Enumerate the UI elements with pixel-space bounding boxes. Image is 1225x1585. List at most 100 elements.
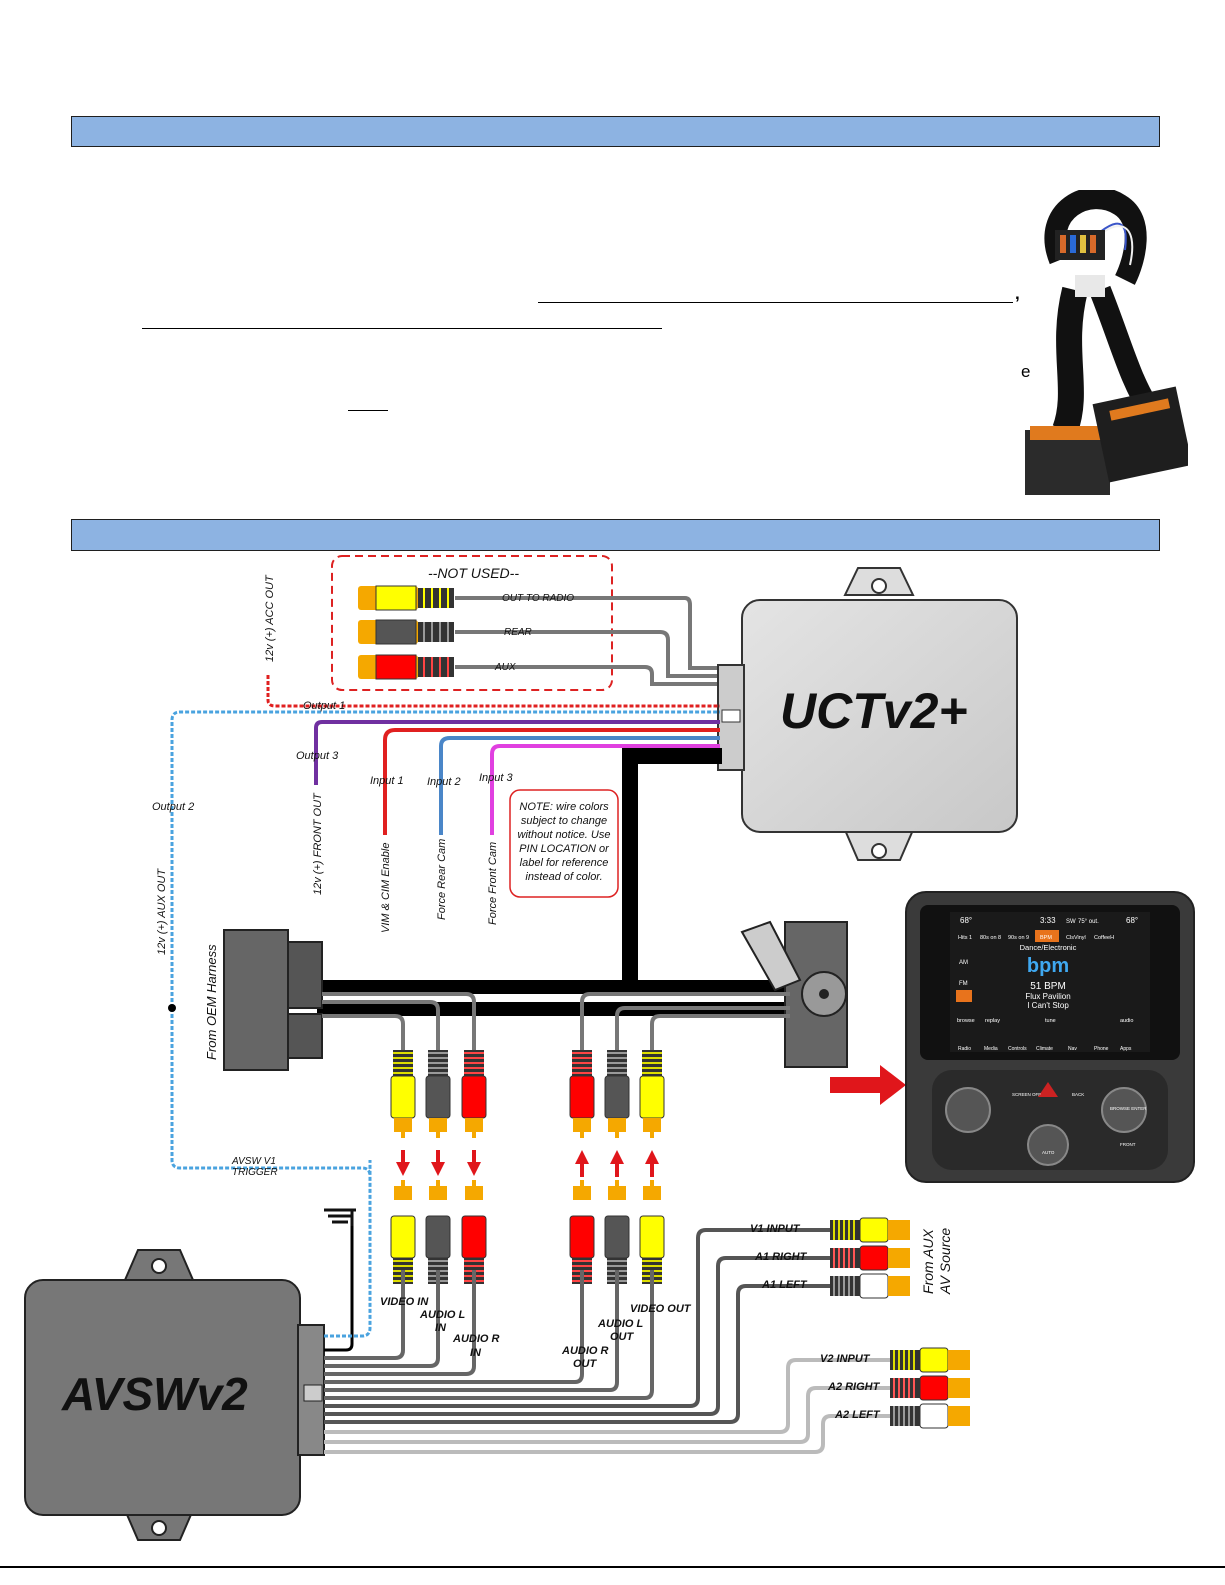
rca-upper-video-out xyxy=(639,1050,665,1138)
radio-temp-right: 68° xyxy=(1126,916,1138,925)
radio-time: 3:33 xyxy=(1040,916,1056,925)
not-used-title: --NOT USED-- xyxy=(428,565,519,581)
radio-ctrl-tune: tune xyxy=(1045,1018,1056,1024)
page-bottom-rule xyxy=(0,1566,1225,1568)
label-v2-input: V2 INPUT xyxy=(820,1353,871,1365)
rca-upper-audio-l-out xyxy=(604,1050,630,1138)
section-header-band-1 xyxy=(71,116,1160,147)
underline-2 xyxy=(142,328,662,329)
app-nav: Nav xyxy=(1068,1046,1077,1052)
splice-dot xyxy=(168,1004,176,1012)
radio-logo: bpm xyxy=(1027,955,1069,977)
preset-4: BPM xyxy=(1040,935,1052,941)
app-radio: Radio xyxy=(958,1046,971,1052)
rca-lower-audio-l-out xyxy=(604,1180,630,1284)
rca-upper-audio-r-out xyxy=(569,1050,595,1138)
arrow-to-radio xyxy=(830,1065,906,1105)
label-audio-r-out-2: OUT xyxy=(573,1358,598,1370)
avsw-module: AVSWv2 xyxy=(24,1249,325,1541)
app-controls: Controls xyxy=(1008,1046,1027,1052)
radio-heading: SW xyxy=(1066,919,1076,925)
rca-lower-video-out xyxy=(639,1180,665,1284)
note-line-6: instead of color. xyxy=(525,871,602,883)
label-input-2: Input 2 xyxy=(427,776,461,788)
uct-module: UCTv2+ xyxy=(717,567,1018,861)
label-audio-r-in-2: IN xyxy=(470,1347,482,1359)
app-apps: Apps xyxy=(1120,1046,1132,1052)
label-video-in: VIDEO IN xyxy=(380,1296,429,1308)
note-box xyxy=(509,789,619,898)
rca-upper-audio-l xyxy=(425,1050,451,1138)
label-vim-cim: VIM & CIM Enable xyxy=(380,843,392,933)
preset-6: CoffeeH xyxy=(1094,935,1114,941)
label-audio-r-out-1: AUDIO R xyxy=(561,1345,609,1357)
note-line-5: label for reference xyxy=(520,857,609,869)
app-phone: Phone xyxy=(1094,1046,1109,1052)
label-acc-out: 12v (+) ACC OUT xyxy=(264,574,276,662)
radio-temp-left: 68° xyxy=(960,916,972,925)
rca-upper-audio-r xyxy=(461,1050,487,1138)
avsw-name: AVSWv2 xyxy=(61,1368,248,1420)
hw-screen-off: SCREEN OFF xyxy=(1012,1092,1041,1097)
label-audio-r-in-1: AUDIO R xyxy=(452,1333,500,1345)
label-trigger-2: TRIGGER xyxy=(232,1167,278,1178)
rca-lower-video-in xyxy=(390,1180,416,1284)
label-a1-left: A1 LEFT xyxy=(761,1279,808,1291)
note-line-1: NOTE: wire colors xyxy=(519,801,609,813)
label-audio-l-out-1: AUDIO L xyxy=(597,1318,644,1330)
label-input-3: Input 3 xyxy=(479,772,514,784)
label-force-rear-cam: Force Rear Cam xyxy=(436,839,448,920)
radio-side-connector xyxy=(740,920,848,1068)
preset-3: 90s on 9 xyxy=(1008,935,1029,941)
rca-lower-audio-r-out xyxy=(569,1180,595,1284)
radio-head-unit: 68° 3:33 SW 75° out. 68° Hits 1 80s on 8… xyxy=(905,891,1195,1183)
hw-back: BACK xyxy=(1072,1092,1084,1097)
label-output-1: Output 1 xyxy=(303,700,345,712)
label-rear: REAR xyxy=(504,627,532,638)
label-output-2: Output 2 xyxy=(152,801,194,813)
label-video-out: VIDEO OUT xyxy=(630,1303,692,1315)
stray-comma: , xyxy=(1015,284,1020,303)
preset-5: ClsVinyl xyxy=(1066,935,1086,941)
rca-aux-a2-left xyxy=(890,1403,970,1429)
rca-aux-a1-left xyxy=(830,1273,910,1299)
label-a1-right: A1 RIGHT xyxy=(754,1251,808,1263)
wiring-harness-photo xyxy=(1025,190,1188,495)
label-out-to-radio: OUT TO RADIO xyxy=(502,593,574,604)
rca-aux xyxy=(358,654,454,680)
note-line-3: without notice. Use xyxy=(518,829,611,841)
stray-letter: e xyxy=(1021,362,1031,381)
ground-icon xyxy=(324,1208,356,1226)
app-climate: Climate xyxy=(1036,1046,1053,1052)
oem-harness-connector xyxy=(223,929,323,1071)
label-output-3: Output 3 xyxy=(296,750,339,762)
note-line-2: subject to change xyxy=(521,815,607,827)
label-av-source: AV Source xyxy=(937,1228,953,1295)
label-audio-l-in-2: IN xyxy=(435,1322,447,1334)
radio-left-btn-fm: FM xyxy=(959,981,968,987)
radio-song: I Can't Stop xyxy=(1027,1001,1069,1010)
rca-aux-v1 xyxy=(830,1217,910,1243)
label-input-1: Input 1 xyxy=(370,775,404,787)
label-aux: AUX xyxy=(494,662,516,673)
preset-1: Hits 1 xyxy=(958,935,972,941)
label-aux-out: 12v (+) AUX OUT xyxy=(156,868,168,955)
radio-left-btn-am: AM xyxy=(959,960,968,966)
section-header-band-2 xyxy=(71,519,1160,551)
label-from-oem: From OEM Harness xyxy=(204,944,219,1060)
hw-browse-enter: BROWSE ENTER xyxy=(1110,1106,1147,1111)
radio-station: 51 BPM xyxy=(1030,981,1066,992)
rca-aux-a1-right xyxy=(830,1245,910,1271)
rca-aux-a2-right xyxy=(890,1375,970,1401)
label-v1-input: V1 INPUT xyxy=(750,1223,801,1235)
radio-genre: Dance/Electronic xyxy=(1020,943,1077,952)
rca-upper-video xyxy=(390,1050,416,1138)
underline-1 xyxy=(538,302,1013,303)
app-media: Media xyxy=(984,1046,998,1052)
rca-lower-audio-r-in xyxy=(461,1180,487,1284)
radio-artist: Flux Pavilion xyxy=(1025,992,1070,1001)
preset-2: 80s on 8 xyxy=(980,935,1001,941)
label-audio-l-out-2: OUT xyxy=(610,1331,635,1343)
label-front-out: 12v (+) FRONT OUT xyxy=(312,792,324,895)
label-trigger-1: AVSW V1 xyxy=(231,1156,276,1167)
